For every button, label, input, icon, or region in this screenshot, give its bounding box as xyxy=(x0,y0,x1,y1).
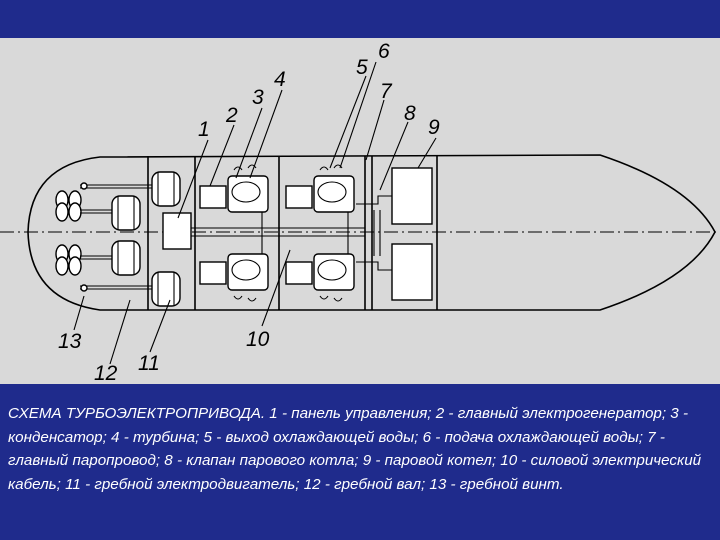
propeller-top xyxy=(55,190,82,222)
label-9: 9 xyxy=(428,116,440,139)
control-panel xyxy=(162,212,192,250)
propeller-bottom xyxy=(55,244,82,276)
label-1: 1 xyxy=(198,118,210,141)
outer-shafts xyxy=(80,182,152,292)
main-steam-line xyxy=(356,195,392,271)
label-10: 10 xyxy=(246,328,270,351)
label-12: 12 xyxy=(94,362,118,384)
label-13: 13 xyxy=(58,330,82,353)
leader-lines xyxy=(73,61,437,365)
label-5: 5 xyxy=(356,56,368,79)
power-cable xyxy=(191,212,365,254)
label-4: 4 xyxy=(274,68,286,91)
hull-outline xyxy=(27,154,716,311)
diagram-caption: СХЕМА ТУРБОЭЛЕКТРОПРИВОДА. 1 - панель уп… xyxy=(8,405,702,493)
top-band xyxy=(0,0,720,38)
diagram-area: 1 2 3 4 5 6 7 8 9 10 11 12 13 xyxy=(0,38,720,384)
turbine-set xyxy=(227,164,355,302)
label-2: 2 xyxy=(225,104,238,127)
turbo-electric-drive-diagram: 1 2 3 4 5 6 7 8 9 10 11 12 13 xyxy=(0,40,720,384)
label-7: 7 xyxy=(380,80,393,103)
main-generators xyxy=(199,185,313,285)
label-6: 6 xyxy=(378,40,390,63)
label-3: 3 xyxy=(252,86,264,109)
propulsion-motors xyxy=(111,171,181,307)
label-11: 11 xyxy=(138,352,160,375)
steam-boilers xyxy=(391,167,433,301)
propeller-shafts xyxy=(80,209,112,260)
label-8: 8 xyxy=(404,102,416,125)
